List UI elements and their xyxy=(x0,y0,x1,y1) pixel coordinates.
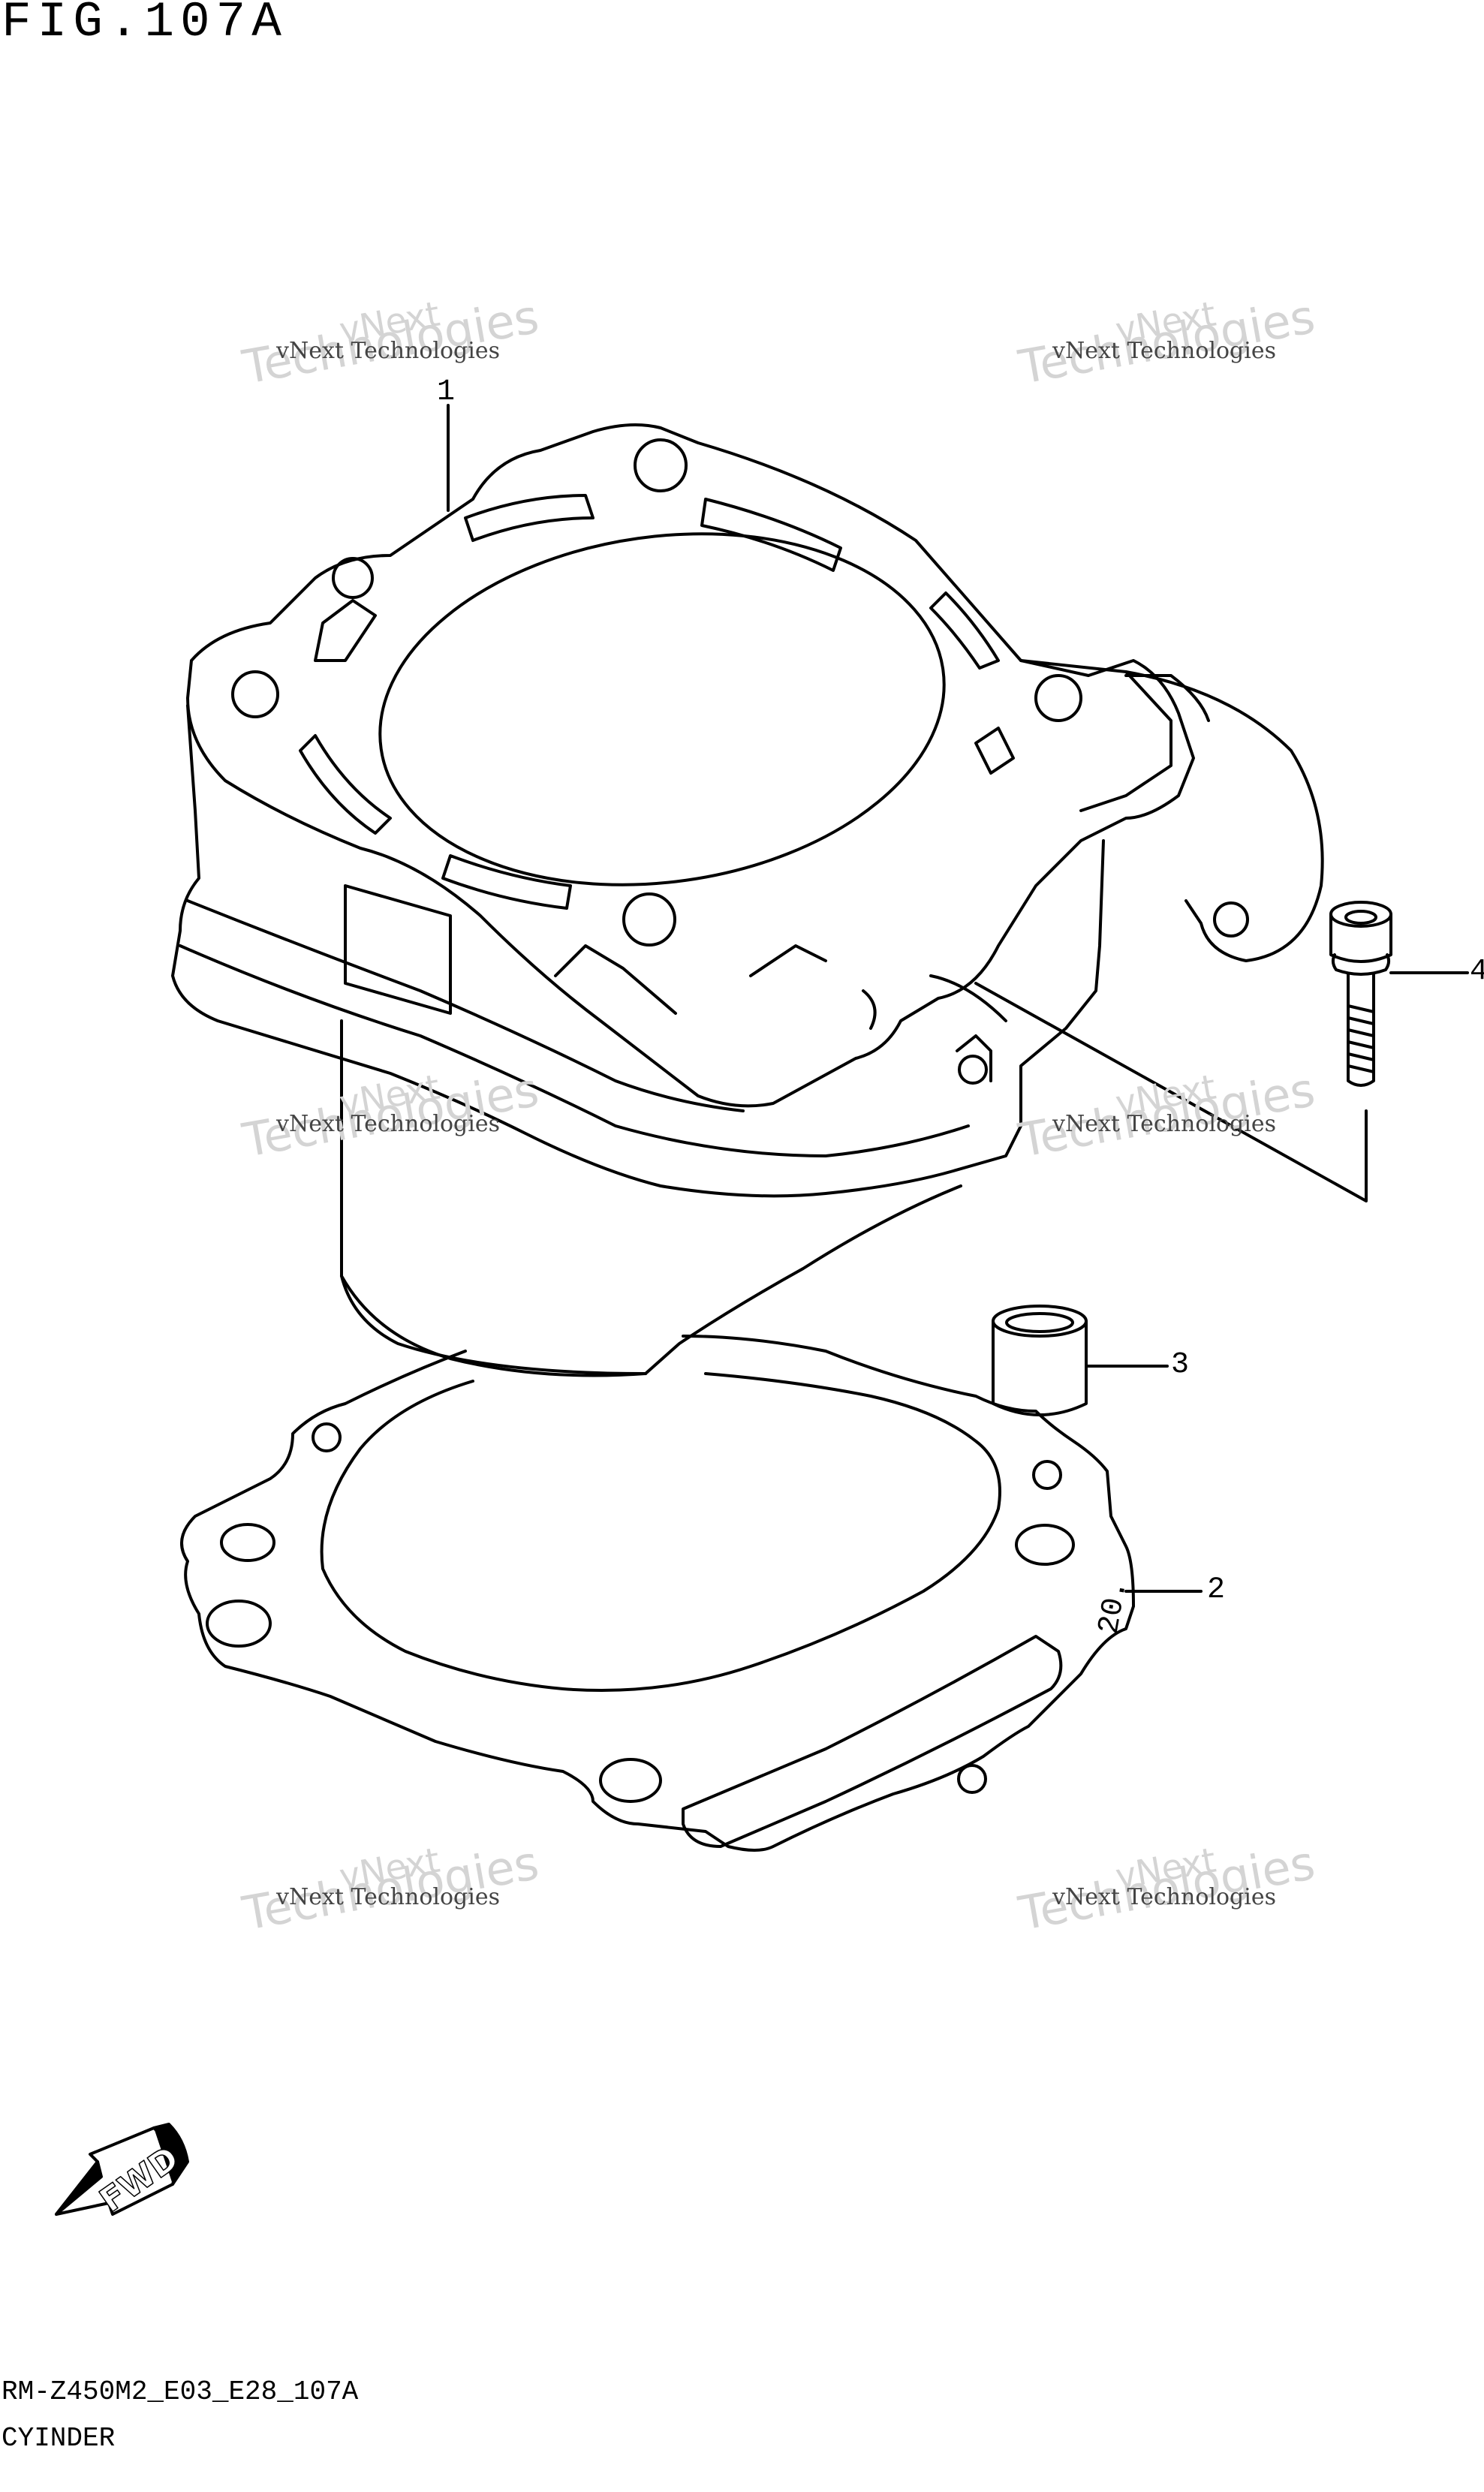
callout-1: 1 xyxy=(437,375,456,409)
leader-4-target xyxy=(974,982,1368,1202)
callout-3: 3 xyxy=(1171,1348,1190,1382)
gasket-part[interactable] xyxy=(180,1335,1135,1852)
dowel-pin-part[interactable] xyxy=(992,1305,1088,1416)
fwd-arrow-icon: FWD xyxy=(55,2123,189,2220)
figure-title: FIG.107A xyxy=(2,0,287,50)
callout-2: 2 xyxy=(1207,1573,1226,1607)
gasket-mark: 20. xyxy=(1093,1578,1136,1637)
figure-name: CYINDER xyxy=(2,2423,116,2454)
callout-4: 4 xyxy=(1470,955,1484,989)
bolt-part[interactable] xyxy=(1329,901,1392,1087)
cylinder-part[interactable] xyxy=(171,423,1324,1377)
figure-code: RM-Z450M2_E03_E28_107A xyxy=(2,2376,359,2407)
